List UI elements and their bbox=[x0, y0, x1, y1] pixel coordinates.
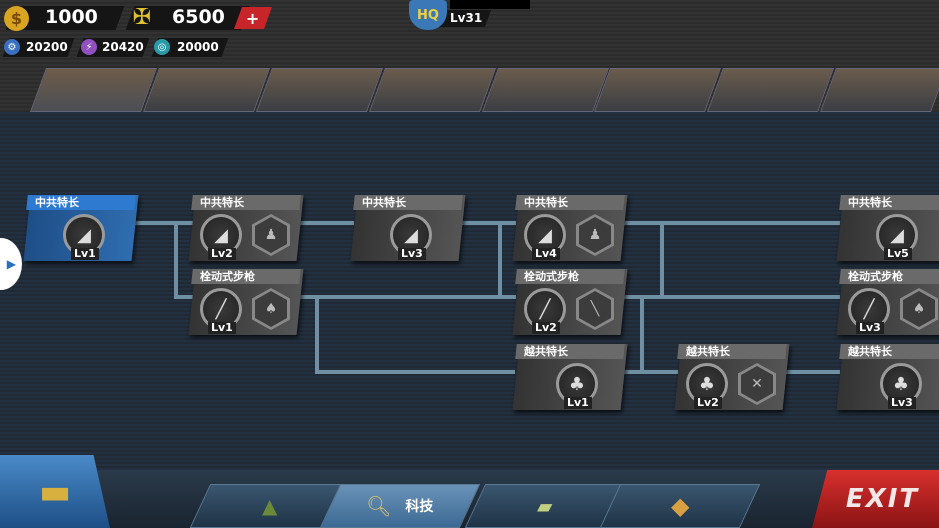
medal-amount: 6500 bbox=[172, 6, 225, 28]
tech-card[interactable]: 栓动式步枪 ╱ Lv1♠ bbox=[188, 269, 304, 335]
medal-icon: ✠ bbox=[132, 4, 152, 30]
tech-card[interactable]: 中共特长 ◢ Lv1 bbox=[23, 195, 139, 261]
tech-card-level: Lv3 bbox=[856, 322, 884, 334]
tech-card[interactable]: 栓动式步枪 ╱ Lv2╲ bbox=[512, 269, 628, 335]
tech-card-title: 越共特长 bbox=[524, 345, 568, 358]
gold-coin-icon: $ bbox=[4, 6, 29, 31]
tech-card[interactable]: 中共特长 ◢ Lv2♟ bbox=[188, 195, 304, 261]
energy-icon: ⚡ bbox=[81, 39, 97, 55]
soldiers-icon: ♟ bbox=[252, 214, 290, 256]
tech-card[interactable]: 越共特长 ♣ Lv3 bbox=[836, 344, 939, 410]
tech-card[interactable]: 中共特长 ◢ Lv3 bbox=[350, 195, 466, 261]
tech-card-title: 栓动式步枪 bbox=[524, 270, 579, 283]
tech-card-level: Lv1 bbox=[208, 322, 236, 334]
exit-button[interactable]: EXIT bbox=[812, 470, 939, 528]
category-tab-tank[interactable] bbox=[142, 68, 270, 112]
tech-card[interactable]: 中共特长 ◢ Lv5 bbox=[836, 195, 939, 261]
tech-card-title: 栓动式步枪 bbox=[848, 270, 903, 283]
map-icon: ▰ bbox=[537, 494, 553, 518]
energy-amount: 20420 bbox=[102, 40, 144, 54]
tech-icon: ◎ bbox=[154, 39, 170, 55]
category-tab-bunker[interactable] bbox=[594, 68, 722, 112]
tech-card-level: Lv2 bbox=[694, 397, 722, 409]
tech-card-title: 中共特长 bbox=[848, 196, 892, 209]
plus-icon: + bbox=[246, 8, 260, 28]
officer-cap-icon: ▲ bbox=[262, 494, 278, 518]
grass-icon: ♣ bbox=[556, 363, 598, 405]
tech-card-title: 栓动式步枪 bbox=[200, 270, 255, 283]
magnifier-icon: 🔍︎ bbox=[366, 494, 392, 518]
category-tab-artillery[interactable] bbox=[255, 68, 383, 112]
gold-amount: 1000 bbox=[45, 6, 98, 28]
tech-card-title: 越共特长 bbox=[686, 345, 730, 358]
tech-amount: 20000 bbox=[177, 40, 219, 54]
shovel-icon: ♠ bbox=[252, 288, 290, 330]
unit-category-tabs bbox=[29, 68, 939, 112]
category-tab-aircraft[interactable] bbox=[481, 68, 609, 112]
tech-card-level: Lv4 bbox=[532, 248, 560, 260]
gear-icon: ⚙ bbox=[4, 39, 20, 55]
bottom-tab-map[interactable]: ▰ bbox=[464, 484, 626, 528]
category-tab-navy[interactable] bbox=[368, 68, 496, 112]
tech-card-level: Lv3 bbox=[888, 397, 916, 409]
add-medals-button[interactable]: + bbox=[233, 7, 273, 29]
tech-card[interactable]: 越共特长 ♣ Lv1 bbox=[512, 344, 628, 410]
tech-card-level: Lv2 bbox=[532, 322, 560, 334]
tech-card-title: 中共特长 bbox=[200, 196, 244, 209]
category-tab-anti-air[interactable] bbox=[707, 68, 835, 112]
tech-card-title: 中共特长 bbox=[362, 196, 406, 209]
tech-card-level: Lv1 bbox=[71, 248, 99, 260]
tech-card-title: 越共特长 bbox=[848, 345, 892, 358]
tech-card-level: Lv1 bbox=[564, 397, 592, 409]
tech-card-level: Lv3 bbox=[398, 248, 426, 260]
tech-card-title: 中共特长 bbox=[35, 196, 79, 209]
bottom-tab-diamond[interactable]: ◆ bbox=[599, 484, 761, 528]
tank-unit-button[interactable]: ▬ bbox=[0, 455, 110, 528]
category-tab-infantry[interactable] bbox=[29, 68, 157, 112]
tech-card-title: 中共特长 bbox=[524, 196, 568, 209]
bottom-tab-tech[interactable]: 🔍︎ 科技 bbox=[319, 484, 481, 528]
tech-card[interactable]: 中共特长 ◢ Lv4♟ bbox=[512, 195, 628, 261]
diamond-icon: ◆ bbox=[670, 492, 690, 520]
hq-badge-icon: HQ bbox=[409, 0, 447, 30]
tank-icon: ▬ bbox=[38, 471, 72, 512]
category-tab-missile[interactable] bbox=[820, 68, 939, 112]
tech-card[interactable]: 越共特长 ♣ Lv2✕ bbox=[674, 344, 790, 410]
tech-card-level: Lv2 bbox=[208, 248, 236, 260]
gear-amount: 20200 bbox=[26, 40, 68, 54]
mortar-icon: ╲ bbox=[576, 288, 614, 330]
side-panel-toggle-button[interactable]: ▶ bbox=[0, 238, 22, 290]
hq-level: Lv31 bbox=[450, 11, 483, 25]
tech-card-level: Lv5 bbox=[884, 248, 912, 260]
hq-progress-bar bbox=[450, 0, 530, 9]
tech-card[interactable]: 栓动式步枪 ╱ Lv3♠ bbox=[836, 269, 939, 335]
top-bar: $ 1000 ✠ 6500 + ⚙ 20200 ⚡ 20420 ◎ 20000 … bbox=[0, 0, 939, 112]
tech-tab-label: 科技 bbox=[405, 499, 434, 515]
